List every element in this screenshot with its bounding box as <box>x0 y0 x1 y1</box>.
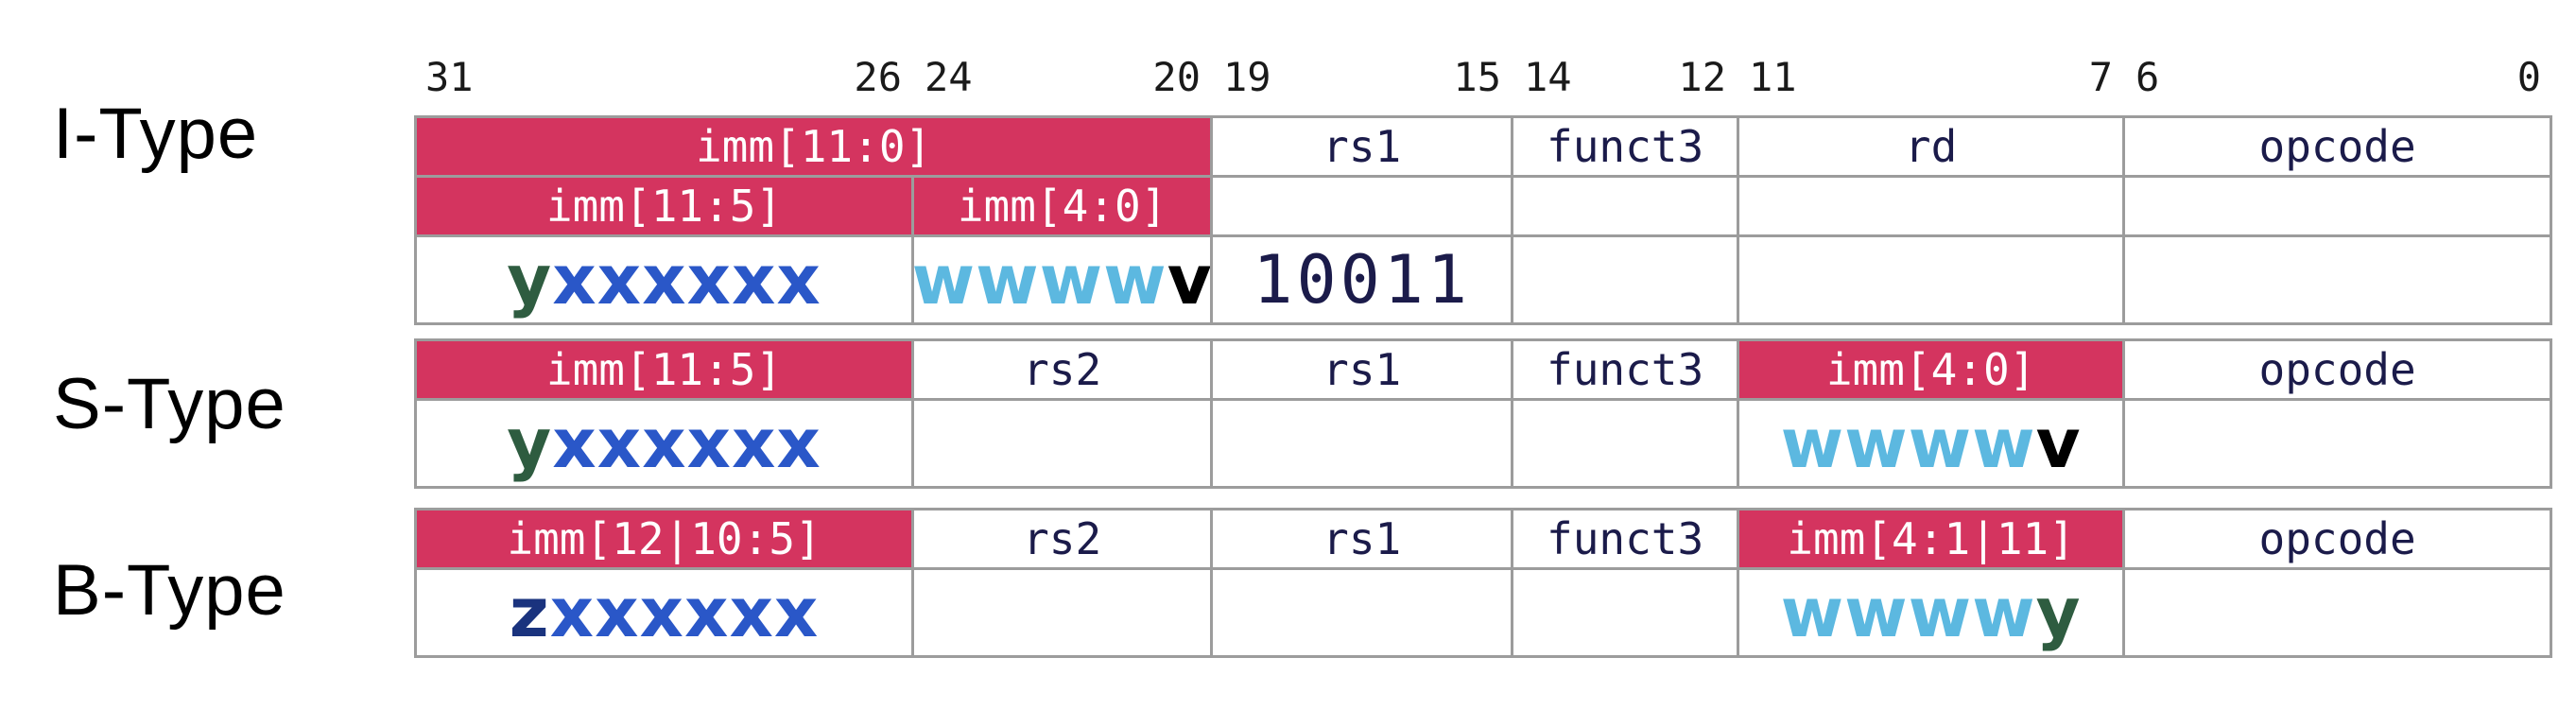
bit-label: 26 <box>854 54 902 100</box>
bit-ruler-segment: 31 26 <box>414 51 913 100</box>
empty-cell <box>1513 401 1737 486</box>
bit-pattern-part: y <box>2035 573 2082 652</box>
bit-label: 24 <box>925 54 973 100</box>
bit-pattern-part: v <box>1167 240 1211 320</box>
b-type-table: imm[12|10:5] rs2 rs1 funct3 imm[4:1|11] … <box>414 508 2552 658</box>
s-type-table: imm[11:5] rs2 rs1 funct3 imm[4:0] opcode… <box>414 338 2552 489</box>
rs1-field: rs1 <box>1213 341 1512 398</box>
bit-pattern-part: xxxxxx <box>552 240 821 320</box>
imm-11-0-field: imm[11:0] <box>417 118 1211 175</box>
bit-pattern-part: wwww <box>1780 404 2036 483</box>
imm-12-10-5-field: imm[12|10:5] <box>417 511 912 567</box>
imm-4-1-11-field: imm[4:1|11] <box>1739 511 2123 567</box>
group-label-s-type: S-Type <box>53 364 286 444</box>
bit-ruler-segment: 6 0 <box>2124 51 2552 100</box>
bit-label: 19 <box>1223 54 1271 100</box>
rs1-field: rs1 <box>1213 118 1512 175</box>
bit-label: 12 <box>1678 54 1726 100</box>
imm-4-0-field: imm[4:0] <box>914 178 1211 234</box>
empty-cell <box>2125 401 2550 486</box>
rd-field: rd <box>1739 118 2123 175</box>
binary-value: 10011 <box>1213 237 1512 322</box>
imm-11-5-field: imm[11:5] <box>417 178 912 234</box>
empty-cell <box>1739 178 2123 234</box>
bit-label: 31 <box>425 54 474 100</box>
group-label-i-type: I-Type <box>53 94 259 174</box>
bit-label: 15 <box>1453 54 1501 100</box>
empty-cell <box>1213 570 1512 655</box>
bit-pattern-part: xxxxxx <box>552 404 821 483</box>
bit-label: 11 <box>1749 54 1797 100</box>
bit-pattern-part: v <box>2035 404 2082 483</box>
group-label-b-type: B-Type <box>53 550 286 631</box>
imm-4-0-field: imm[4:0] <box>1739 341 2123 398</box>
empty-cell <box>1513 237 1737 322</box>
opcode-field: opcode <box>2125 118 2550 175</box>
imm-11-5-field: imm[11:5] <box>417 341 912 398</box>
rs2-field: rs2 <box>914 341 1211 398</box>
empty-cell <box>1739 237 2123 322</box>
empty-cell <box>1513 178 1737 234</box>
bit-pattern-part: y <box>507 404 553 483</box>
empty-cell <box>1513 570 1737 655</box>
bit-pattern-part: y <box>507 240 553 320</box>
rs2-field: rs2 <box>914 511 1211 567</box>
funct3-field: funct3 <box>1513 511 1737 567</box>
funct3-field: funct3 <box>1513 118 1737 175</box>
empty-cell <box>2125 570 2550 655</box>
bit-label: 14 <box>1524 54 1572 100</box>
bit-pattern-part: wwww <box>914 240 1167 320</box>
bit-label: 6 <box>2135 54 2160 100</box>
i-type-table: imm[11:0] rs1 funct3 rd opcode imm[11:5]… <box>414 115 2552 325</box>
empty-cell <box>1213 401 1512 486</box>
bit-ruler-segment: 19 15 <box>1212 51 1513 100</box>
opcode-field: opcode <box>2125 341 2550 398</box>
empty-cell <box>2125 178 2550 234</box>
opcode-field: opcode <box>2125 511 2550 567</box>
bit-ruler-segment: 14 12 <box>1513 51 1738 100</box>
rs1-field: rs1 <box>1213 511 1512 567</box>
empty-cell <box>1213 178 1512 234</box>
empty-cell <box>2125 237 2550 322</box>
bit-pattern-part: xxxxxx <box>549 573 820 652</box>
empty-cell <box>914 401 1211 486</box>
bit-ruler-segment: 24 20 <box>913 51 1212 100</box>
bit-ruler: 31 26 24 20 19 15 14 12 11 7 6 0 <box>414 51 2552 100</box>
bit-label: 20 <box>1152 54 1201 100</box>
bit-pattern-part: z <box>509 573 550 652</box>
bit-label: 7 <box>2088 54 2113 100</box>
bit-ruler-segment: 11 7 <box>1738 51 2124 100</box>
bit-pattern-part: wwww <box>1780 573 2036 652</box>
empty-cell <box>914 570 1211 655</box>
funct3-field: funct3 <box>1513 341 1737 398</box>
bit-label: 0 <box>2516 54 2541 100</box>
